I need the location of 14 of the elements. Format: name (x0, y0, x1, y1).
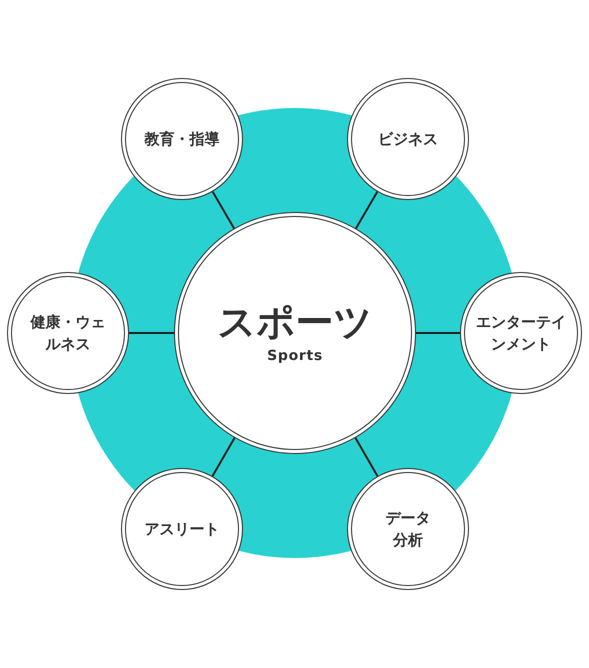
connector-line (355, 191, 378, 229)
node-title: 健康・ウェルネス (30, 312, 106, 355)
node-title: スポーツ (218, 298, 372, 346)
connector-line (416, 332, 460, 334)
connector-line (129, 332, 174, 334)
node-title: 教育・指導 (143, 128, 220, 150)
node-subtitle: Sports (267, 347, 323, 366)
node-title: データ分析 (386, 508, 430, 551)
node-title: ビジネス (377, 128, 439, 150)
connector-line (354, 437, 378, 477)
connector-line (212, 437, 236, 477)
node-title: アスリート (144, 518, 220, 540)
connector-line (212, 191, 235, 229)
node-title: エンターテインメント (476, 312, 566, 355)
